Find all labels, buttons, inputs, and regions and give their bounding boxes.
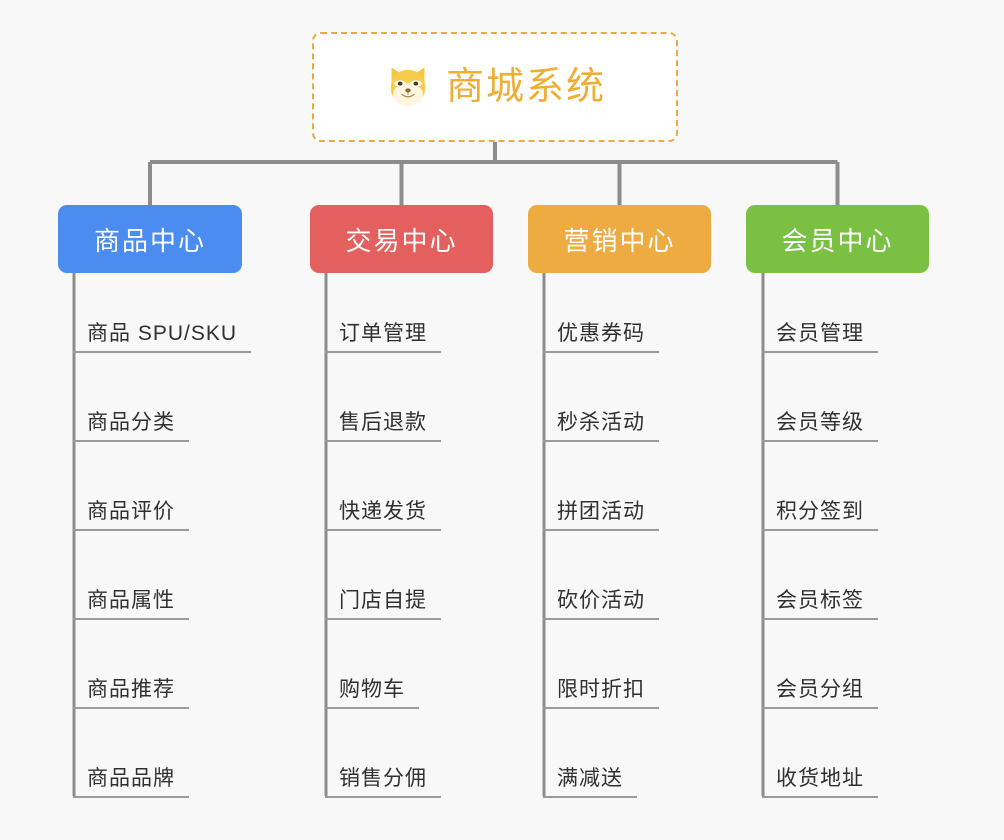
category-box-4[interactable]: 会员中心 xyxy=(746,205,929,273)
leaf-item[interactable]: 秒杀活动 xyxy=(543,412,659,442)
leaf-item[interactable]: 会员分组 xyxy=(762,679,878,709)
leaf-item[interactable]: 满减送 xyxy=(543,768,637,798)
shiba-dog-face-icon xyxy=(390,67,426,106)
category-label: 营销中心 xyxy=(563,225,676,256)
leaf-item[interactable]: 商品属性 xyxy=(73,590,189,620)
leaf-item[interactable]: 拼团活动 xyxy=(543,501,659,531)
leaf-item[interactable]: 积分签到 xyxy=(762,501,878,531)
root-node[interactable]: 商城系统 xyxy=(312,32,678,142)
leaf-item[interactable]: 销售分佣 xyxy=(325,768,441,798)
category-label: 交易中心 xyxy=(345,225,458,256)
category-box-2[interactable]: 交易中心 xyxy=(310,205,493,273)
leaf-item[interactable]: 商品品牌 xyxy=(73,768,189,798)
leaf-item[interactable]: 收货地址 xyxy=(762,768,878,798)
leaf-item[interactable]: 会员管理 xyxy=(762,323,878,353)
leaf-item[interactable]: 限时折扣 xyxy=(543,679,659,709)
leaf-item[interactable]: 订单管理 xyxy=(325,323,441,353)
category-box-3[interactable]: 营销中心 xyxy=(528,205,711,273)
leaf-item[interactable]: 砍价活动 xyxy=(543,590,659,620)
leaf-item[interactable]: 门店自提 xyxy=(325,590,441,620)
category-box-1[interactable]: 商品中心 xyxy=(58,205,242,273)
leaf-item[interactable]: 优惠券码 xyxy=(543,323,659,353)
category-label: 会员中心 xyxy=(781,225,894,256)
leaf-item[interactable]: 会员等级 xyxy=(762,412,878,442)
leaf-item[interactable]: 商品分类 xyxy=(73,412,189,442)
leaf-item[interactable]: 商品评价 xyxy=(73,501,189,531)
root-title: 商城系统 xyxy=(445,66,606,108)
category-label: 商品中心 xyxy=(93,225,206,256)
leaf-item[interactable]: 会员标签 xyxy=(762,590,878,620)
leaf-item[interactable]: 商品 SPU/SKU xyxy=(73,323,252,353)
leaf-item[interactable]: 快递发货 xyxy=(325,501,441,531)
leaf-item[interactable]: 商品推荐 xyxy=(73,679,189,709)
leaf-item[interactable]: 购物车 xyxy=(325,679,419,709)
leaf-item[interactable]: 售后退款 xyxy=(325,412,441,442)
